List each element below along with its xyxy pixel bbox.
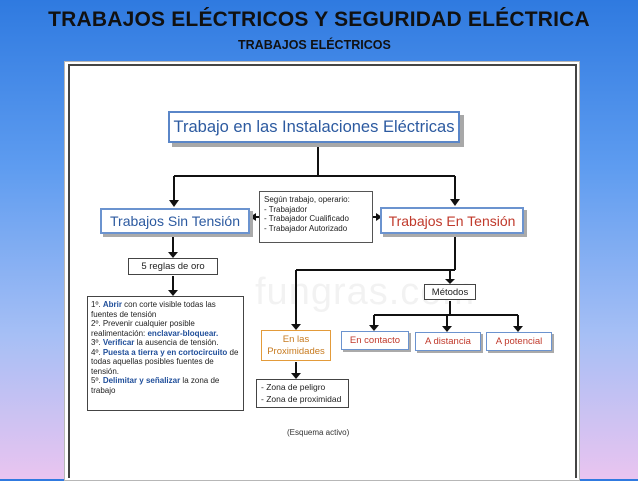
regla-4-num: 4º. (91, 347, 103, 357)
arrowhead-reglas (168, 252, 178, 258)
operario-item: - Trabajador Autorizado (264, 223, 348, 233)
regla-4-key: Puesta a tierra y en cortocircuito (102, 347, 228, 357)
a-distancia-node: A distancia (415, 332, 481, 351)
en-contacto-node: En contacto (341, 331, 409, 350)
regla-1-key: Abrir (102, 300, 122, 309)
arrowhead-contacto (369, 325, 379, 331)
zona-item: - Zona de peligro (261, 382, 326, 392)
regla-3-num: 3º. (91, 338, 103, 347)
arrowhead-operario-right (376, 213, 382, 221)
regla-5-num: 5º. (91, 376, 103, 385)
arrowhead-list (168, 290, 178, 296)
regla-4-text: de todas aquellas posibles fuentes de te… (91, 347, 239, 376)
arrowhead-metodos (445, 279, 455, 284)
diagram-caption: (Esquema activo) (287, 428, 350, 437)
arrowhead-prox (291, 324, 301, 330)
zonas-box: - Zona de peligro - Zona de proximidad (256, 379, 349, 408)
operario-heading: Según trabajo, operario: (264, 195, 350, 204)
regla-2-key: enclavar-bloquear. (147, 328, 219, 338)
regla-5-text: la zona de trabajo (91, 376, 220, 395)
regla-3: 3º. Verificar la ausencia de tensión. (91, 338, 240, 348)
arrowhead-en (450, 199, 460, 206)
reglas-node: 5 reglas de oro (128, 258, 218, 275)
a-potencial-node: A potencial (486, 332, 552, 351)
regla-1-text: con corte visible todas las fuentes de t… (91, 300, 216, 319)
zona-item: - Zona de proximidad (261, 394, 342, 404)
operario-item: - Trabajador Cualificado (264, 214, 349, 224)
reglas-list-box: 1º. Abrir con corte visible todas las fu… (87, 296, 244, 411)
root-node: Trabajo en las Instalaciones Eléctricas (168, 111, 460, 143)
regla-2-text: 2º. Prevenir cualquier posible realiment… (91, 319, 195, 338)
arrowhead-zonas (291, 373, 301, 379)
regla-2: 2º. Prevenir cualquier posible realiment… (91, 319, 240, 338)
regla-1-num: 1º. (91, 300, 103, 309)
arrowhead-operario-left (250, 213, 256, 221)
en-tension-node: Trabajos En Tensión (380, 207, 524, 234)
proximidades-node: En las Proximidades (261, 330, 331, 361)
arrowhead-potencial (513, 326, 523, 332)
regla-3-key: Verificar (102, 338, 135, 347)
slide-subtitle: TRABAJOS ELÉCTRICOS (238, 38, 391, 52)
arrowhead-sin (169, 200, 179, 207)
operario-item: - Trabajador (264, 204, 308, 214)
proximidades-line-2: Proximidades (267, 345, 325, 357)
regla-1: 1º. Abrir con corte visible todas las fu… (91, 300, 240, 319)
regla-5: 5º. Delimitar y señalizar la zona de tra… (91, 376, 240, 395)
regla-5-key: Delimitar y señalizar (102, 376, 181, 385)
sin-tension-node: Trabajos Sin Tensión (100, 208, 250, 234)
regla-3-text: la ausencia de tensión. (134, 338, 219, 347)
metodos-node: Métodos (424, 284, 476, 300)
operario-box: Según trabajo, operario: - Trabajador - … (259, 191, 373, 243)
regla-4: 4º. Puesta a tierra y en cortocircuito d… (91, 348, 240, 377)
slide-title: TRABAJOS ELÉCTRICOS Y SEGURIDAD ELÉCTRIC… (48, 8, 590, 31)
arrowhead-distancia (442, 326, 452, 332)
proximidades-line-1: En las (282, 333, 310, 345)
